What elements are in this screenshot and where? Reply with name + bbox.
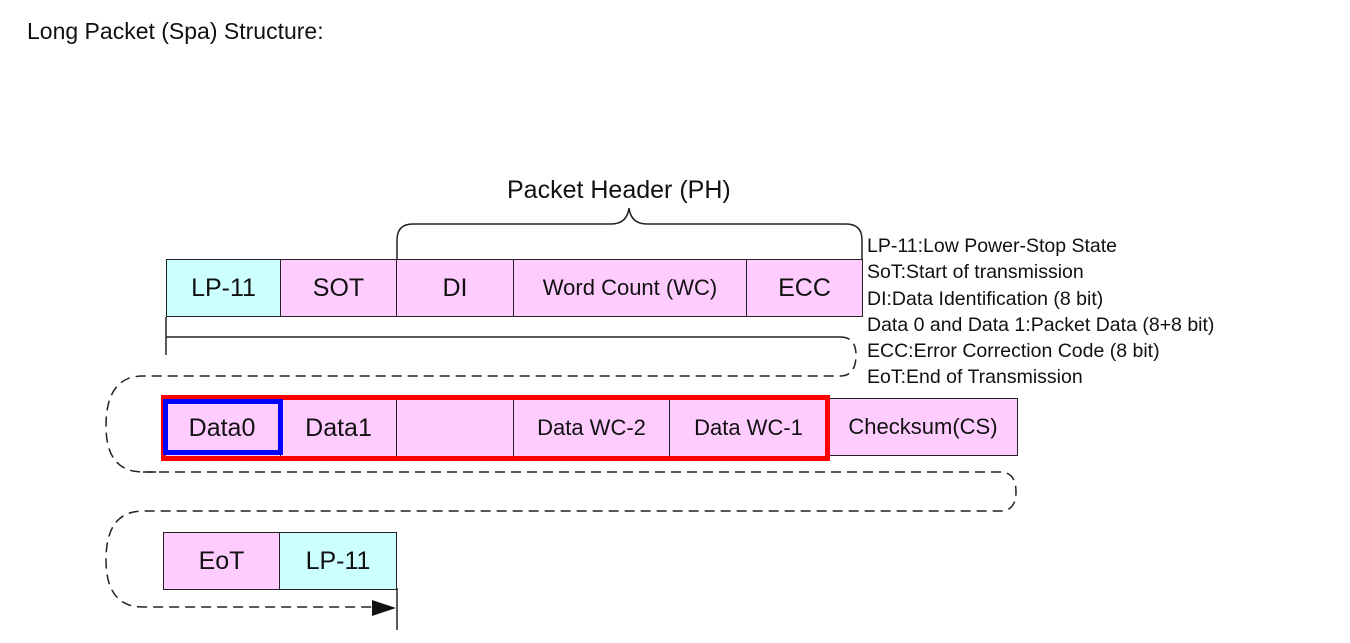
row3-eot-field: EoT: [163, 532, 280, 590]
row1-word-count-field: Word Count (WC): [513, 259, 747, 317]
data0-highlight-frame: [163, 399, 283, 455]
row2-checksum-field: Checksum(CS): [828, 398, 1018, 456]
row2-data0-field: Data0: [163, 398, 281, 458]
packet-header-brace: [396, 207, 863, 259]
row3-lp11-field: LP-11: [279, 532, 397, 590]
legend-item: ECC:Error Correction Code (8 bit): [867, 340, 1160, 363]
row1-sot-field: SOT: [280, 259, 397, 317]
legend-item: LP-11:Low Power-Stop State: [867, 235, 1118, 257]
row2-data-wc-2-field: Data WC-2: [513, 398, 670, 458]
legend-item: DI:Data Identification (8 bit): [867, 287, 1104, 310]
arrow-head: [372, 600, 396, 616]
row1-ecc-field: ECC: [746, 259, 863, 317]
row1-to-row2-loop: [105, 336, 857, 473]
row2-data-wc-1-field: Data WC-1: [669, 398, 828, 458]
legend-item: EoT:End of Transmission: [867, 366, 1083, 389]
packet-header-label: Packet Header (PH): [507, 176, 731, 204]
legend-item: SoT:Start of transmission: [867, 261, 1084, 284]
row1-lp11-field: LP-11: [166, 259, 281, 317]
page-title: Long Packet (Spa) Structure:: [27, 18, 324, 44]
legend-item: Data 0 and Data 1:Packet Data (8+8 bit): [867, 313, 1215, 336]
row1-to-row2-connector: [165, 317, 840, 355]
row1-di-field: DI: [396, 259, 514, 317]
legend: LP-11:Low Power-Stop State SoT:Start of …: [867, 233, 1214, 391]
